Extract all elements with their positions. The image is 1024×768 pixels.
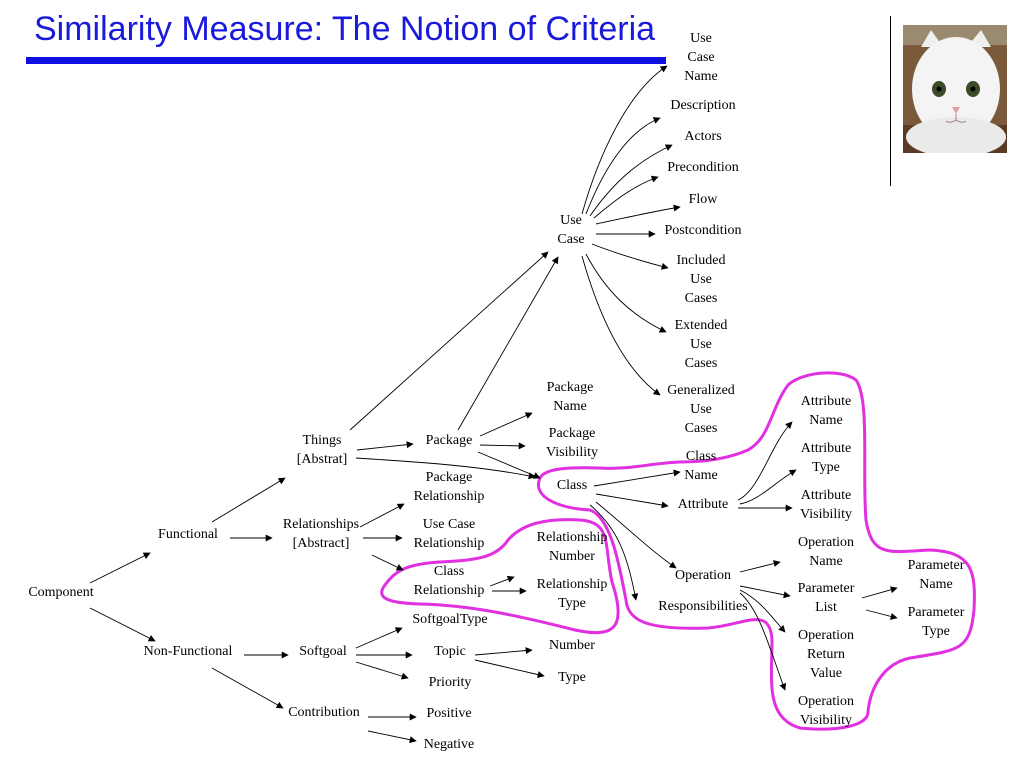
edge [739,560,781,573]
edge [865,609,898,620]
node-flow: Flow [689,192,719,207]
edge [89,607,156,642]
node-negative: Negative [424,737,475,752]
node-priority: Priority [429,675,472,690]
node-operation: Operation [675,568,731,583]
edge [589,504,639,601]
edge [581,255,661,396]
edge [591,243,669,270]
edge [355,661,409,680]
node-positive: Positive [426,706,471,721]
slide-title: Similarity Measure: The Notion of Criter… [34,10,656,48]
edge [367,730,417,744]
class-attribute-operation-outline [537,371,976,731]
node-softgoal: Softgoal [299,644,347,659]
edge [581,65,668,215]
edge [595,204,681,225]
edge [737,421,793,501]
edge [589,144,673,217]
node-postcondition: Postcondition [664,223,741,238]
edge [739,585,791,599]
edge [479,412,533,437]
edge [474,647,533,656]
edge [355,627,403,649]
edge [585,253,667,333]
class-highlight-outline [380,518,620,635]
node-attribute: Attribute [678,497,729,512]
edge [211,667,284,709]
white-cat-photo [903,25,1007,153]
node-description: Description [670,98,735,113]
node-actors: Actors [684,129,721,144]
edge [371,554,404,571]
node-relationships: Relationships[Abstract] [283,517,359,551]
edge [489,575,515,587]
edge [479,442,526,450]
edge [359,503,405,528]
node-contribution: Contribution [288,705,360,720]
edge [457,256,559,431]
node-number: Number [549,638,595,653]
node-softgoal-type: SoftgoalType [412,612,487,627]
edge [861,586,898,599]
edge [477,451,541,479]
node-topic: Topic [434,644,466,659]
node-precondition: Precondition [667,160,739,175]
edge [211,477,286,523]
node-component: Component [28,585,93,600]
node-non-functional: Non-Functional [144,644,233,659]
node-type: Type [558,670,586,685]
edge [349,251,549,431]
edge [585,117,661,215]
node-functional: Functional [158,527,218,542]
edge [739,469,797,505]
node-things: Things[Abstrat] [297,433,348,467]
vertical-divider [890,16,891,186]
edge [356,441,414,451]
edge [595,501,677,569]
edge [595,493,669,509]
title-underline [26,57,666,64]
edge [593,469,681,487]
edge [593,175,659,219]
edge [474,659,545,678]
node-class: Class [557,478,587,493]
edge [355,457,536,480]
edge [739,589,786,633]
node-responsibilities: Responsibilities [658,599,747,614]
edge [739,592,787,691]
node-package: Package [426,433,473,448]
edge [89,552,151,584]
